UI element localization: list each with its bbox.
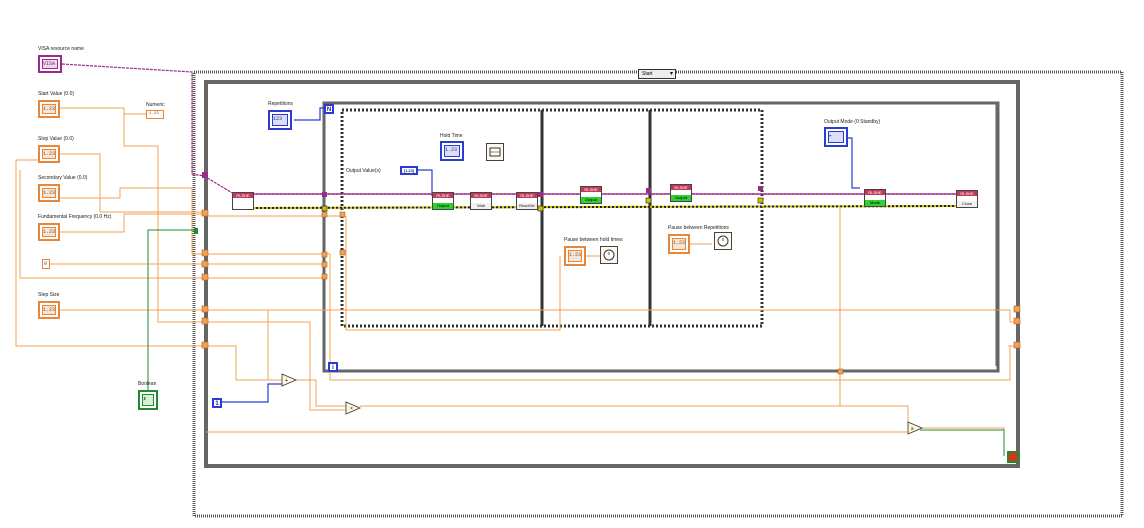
boolean-control[interactable]: ▮	[138, 390, 158, 410]
for-loop-structure[interactable]	[322, 101, 1000, 373]
close-foot: Close	[957, 201, 977, 207]
set-output-2-foot: Output	[671, 195, 691, 201]
repetitions-tag: 123	[273, 116, 283, 122]
wait-subvi-head: RLSHE	[471, 193, 491, 198]
output-mode-subvi[interactable]: RLSHE Mode	[864, 189, 886, 207]
pause-reps-tag: 1.23	[673, 240, 686, 246]
wait-subvi[interactable]: RLSHE Wait	[470, 192, 492, 210]
visa-resource-label: VISA resource name	[38, 46, 84, 52]
write-output-foot: Output	[433, 203, 453, 209]
visa-resource-control[interactable]: VISA	[38, 55, 62, 73]
zero-constant[interactable]: 0	[42, 259, 50, 269]
start-value-label: Start Value (0.0)	[38, 91, 75, 97]
output-mode-foot: Mode	[865, 200, 885, 206]
hold-time-label: Hold Time	[440, 133, 463, 139]
visa-tag: VISA	[43, 61, 56, 67]
hold-time-control[interactable]: 1.23	[440, 141, 464, 161]
wait-subvi-foot: Wait	[471, 203, 491, 209]
boolean-label: Boolean	[138, 381, 157, 387]
svg-text:+: +	[285, 378, 288, 384]
numeric-label: Numeric	[146, 102, 165, 108]
pause-reps-control[interactable]: 1.23	[668, 234, 690, 254]
svg-text:×: ×	[350, 406, 353, 412]
secondary-value-tag: 1.23	[43, 190, 56, 196]
write-output-subvi[interactable]: RLSHE Output	[432, 192, 454, 210]
step-size-label: Step Size	[38, 292, 60, 298]
pause-reps-label: Pause between Repetitions	[668, 225, 729, 231]
array-constant[interactable]: [1.23]	[400, 166, 418, 175]
pause-hold-control[interactable]: 1.23	[564, 246, 586, 266]
zero-constant-tag: 0	[44, 261, 48, 267]
repetitions-control[interactable]: 123	[268, 110, 292, 130]
fundamental-frequency-control[interactable]: 1.23	[38, 223, 60, 241]
fundamental-frequency-label: Fundamental Frequency (0.0 Hz)	[38, 214, 112, 220]
secondary-value-control[interactable]: 1.23	[38, 184, 60, 202]
readwrite-subvi[interactable]: RLSHE Read/Wr	[516, 192, 538, 210]
enum-icon: ▸	[829, 133, 833, 139]
step-size-tag: 1.23	[43, 307, 56, 313]
multiply-function-icon	[345, 401, 362, 415]
output-mode-head: RLSHE	[865, 190, 885, 195]
start-value-tag: 1.23	[43, 106, 56, 112]
case-selector-value: Start	[642, 71, 653, 77]
output-mode-control[interactable]: ▸	[824, 127, 848, 147]
set-output-2-head: RLSHE	[671, 185, 691, 190]
init-subvi[interactable]: RLSHE	[232, 192, 254, 210]
sequence-frame-2[interactable]	[540, 108, 652, 328]
wait-seconds-icon[interactable]	[600, 246, 618, 264]
sequence-frame-3[interactable]	[648, 108, 764, 328]
output-values-label: Output Value(s)	[346, 168, 381, 174]
readwrite-foot: Read/Wr	[517, 203, 537, 209]
output-mode-label: Output Mode (0 Standby)	[824, 119, 881, 125]
wait-reps-icon[interactable]	[714, 232, 732, 250]
write-output-head: RLSHE	[433, 193, 453, 198]
numeric-tag: 1.23	[149, 112, 159, 116]
init-subvi-head: RLSHE	[233, 193, 253, 198]
secondary-value-label: Secondary Value (0.0)	[38, 175, 88, 181]
outer-case-structure[interactable]	[192, 70, 1124, 518]
stop-value-control[interactable]: 1.23	[38, 145, 60, 163]
stop-value-label: Stop Value (0.0)	[38, 136, 74, 142]
stop-value-tag: 1.23	[43, 151, 56, 157]
compare-function-icon	[907, 421, 924, 435]
toggle-switch-icon: ▮	[143, 396, 147, 402]
pause-hold-tag: 1.23	[569, 252, 582, 258]
hold-time-tag: 1.23	[445, 147, 458, 153]
wait-ms-icon[interactable]	[486, 143, 504, 161]
add-function-icon	[281, 373, 298, 387]
repetitions-label: Repetitions	[268, 101, 294, 107]
step-size-control[interactable]: 1.23	[38, 301, 60, 319]
start-value-control[interactable]: 1.23	[38, 100, 60, 118]
set-output-subvi-1[interactable]: RLSHE Output	[580, 186, 602, 204]
set-output-1-head: RLSHE	[581, 187, 601, 192]
one-constant[interactable]: 1	[212, 398, 222, 408]
svg-text:≥: ≥	[911, 426, 914, 432]
pause-hold-label: Pause between hold times	[564, 237, 623, 243]
close-head: RLSHE	[957, 191, 977, 196]
loop-index-terminal[interactable]: i	[328, 362, 338, 372]
set-output-subvi-2[interactable]: RLSHE Output	[670, 184, 692, 202]
chevron-down-icon: ▾	[669, 71, 673, 77]
stop-terminal-icon	[1007, 451, 1019, 463]
case-selector-dropdown[interactable]: Start ▾	[638, 69, 676, 79]
fundamental-frequency-tag: 1.23	[43, 229, 56, 235]
while-loop-structure[interactable]	[204, 80, 1020, 468]
readwrite-head: RLSHE	[517, 193, 537, 198]
set-output-1-foot: Output	[581, 197, 601, 203]
close-subvi[interactable]: RLSHE Close	[956, 190, 978, 208]
numeric-indicator[interactable]: 1.23	[146, 110, 164, 119]
loop-count-terminal[interactable]: N	[324, 104, 334, 114]
